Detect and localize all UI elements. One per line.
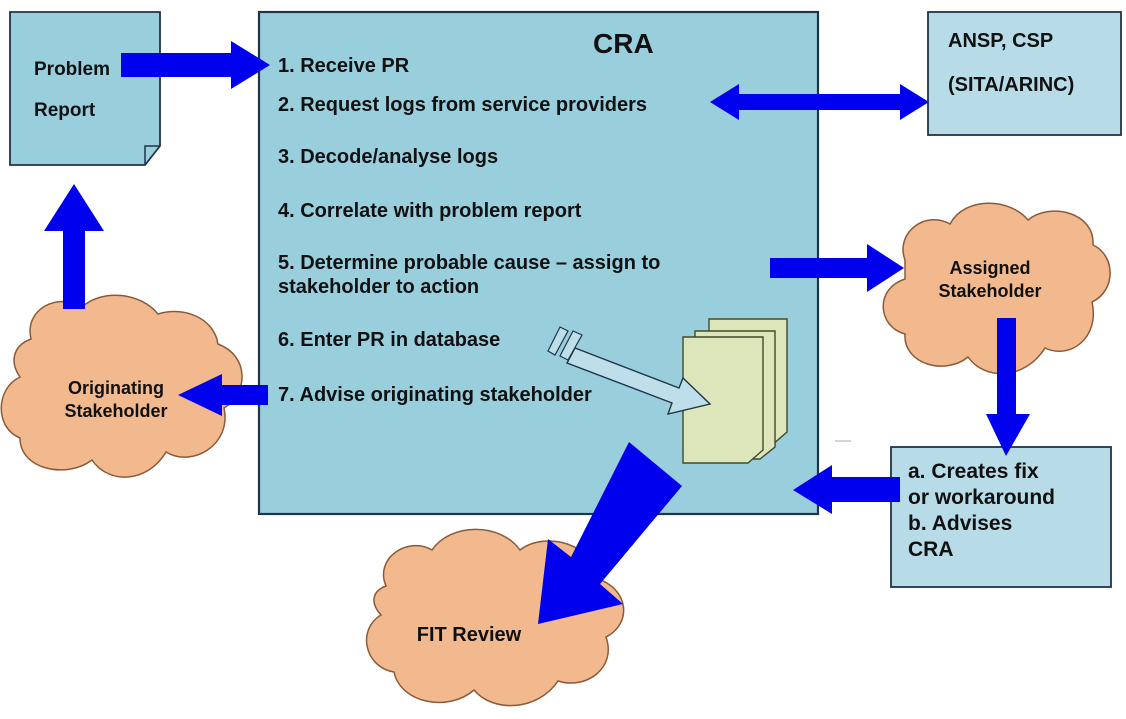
database-entry-arrow-tail-stripe-2 bbox=[559, 330, 583, 361]
assigned-stakeholder-cloud bbox=[882, 202, 1111, 375]
database-entry-arrow bbox=[566, 347, 712, 415]
database-entry-arrow-tail-stripe-1 bbox=[547, 326, 569, 356]
ansp-csp-box bbox=[927, 11, 1122, 136]
fix-workaround-box bbox=[890, 446, 1112, 588]
problem-report-folded-corner bbox=[144, 145, 160, 165]
originating-stakeholder-cloud bbox=[0, 294, 243, 478]
request-logs-double-arrow bbox=[710, 84, 929, 120]
assign-stakeholder-arrow bbox=[770, 244, 904, 292]
assigned-to-fix-arrow bbox=[986, 318, 1030, 456]
originating-to-report-arrow bbox=[44, 184, 104, 309]
advise-originating-arrow bbox=[178, 374, 268, 416]
fit-review-arrow bbox=[538, 442, 682, 624]
database-page-front bbox=[682, 336, 764, 464]
receive-report-arrow bbox=[121, 41, 270, 89]
problem-report-document bbox=[9, 11, 161, 166]
fix-to-cra-arrow bbox=[793, 465, 900, 514]
